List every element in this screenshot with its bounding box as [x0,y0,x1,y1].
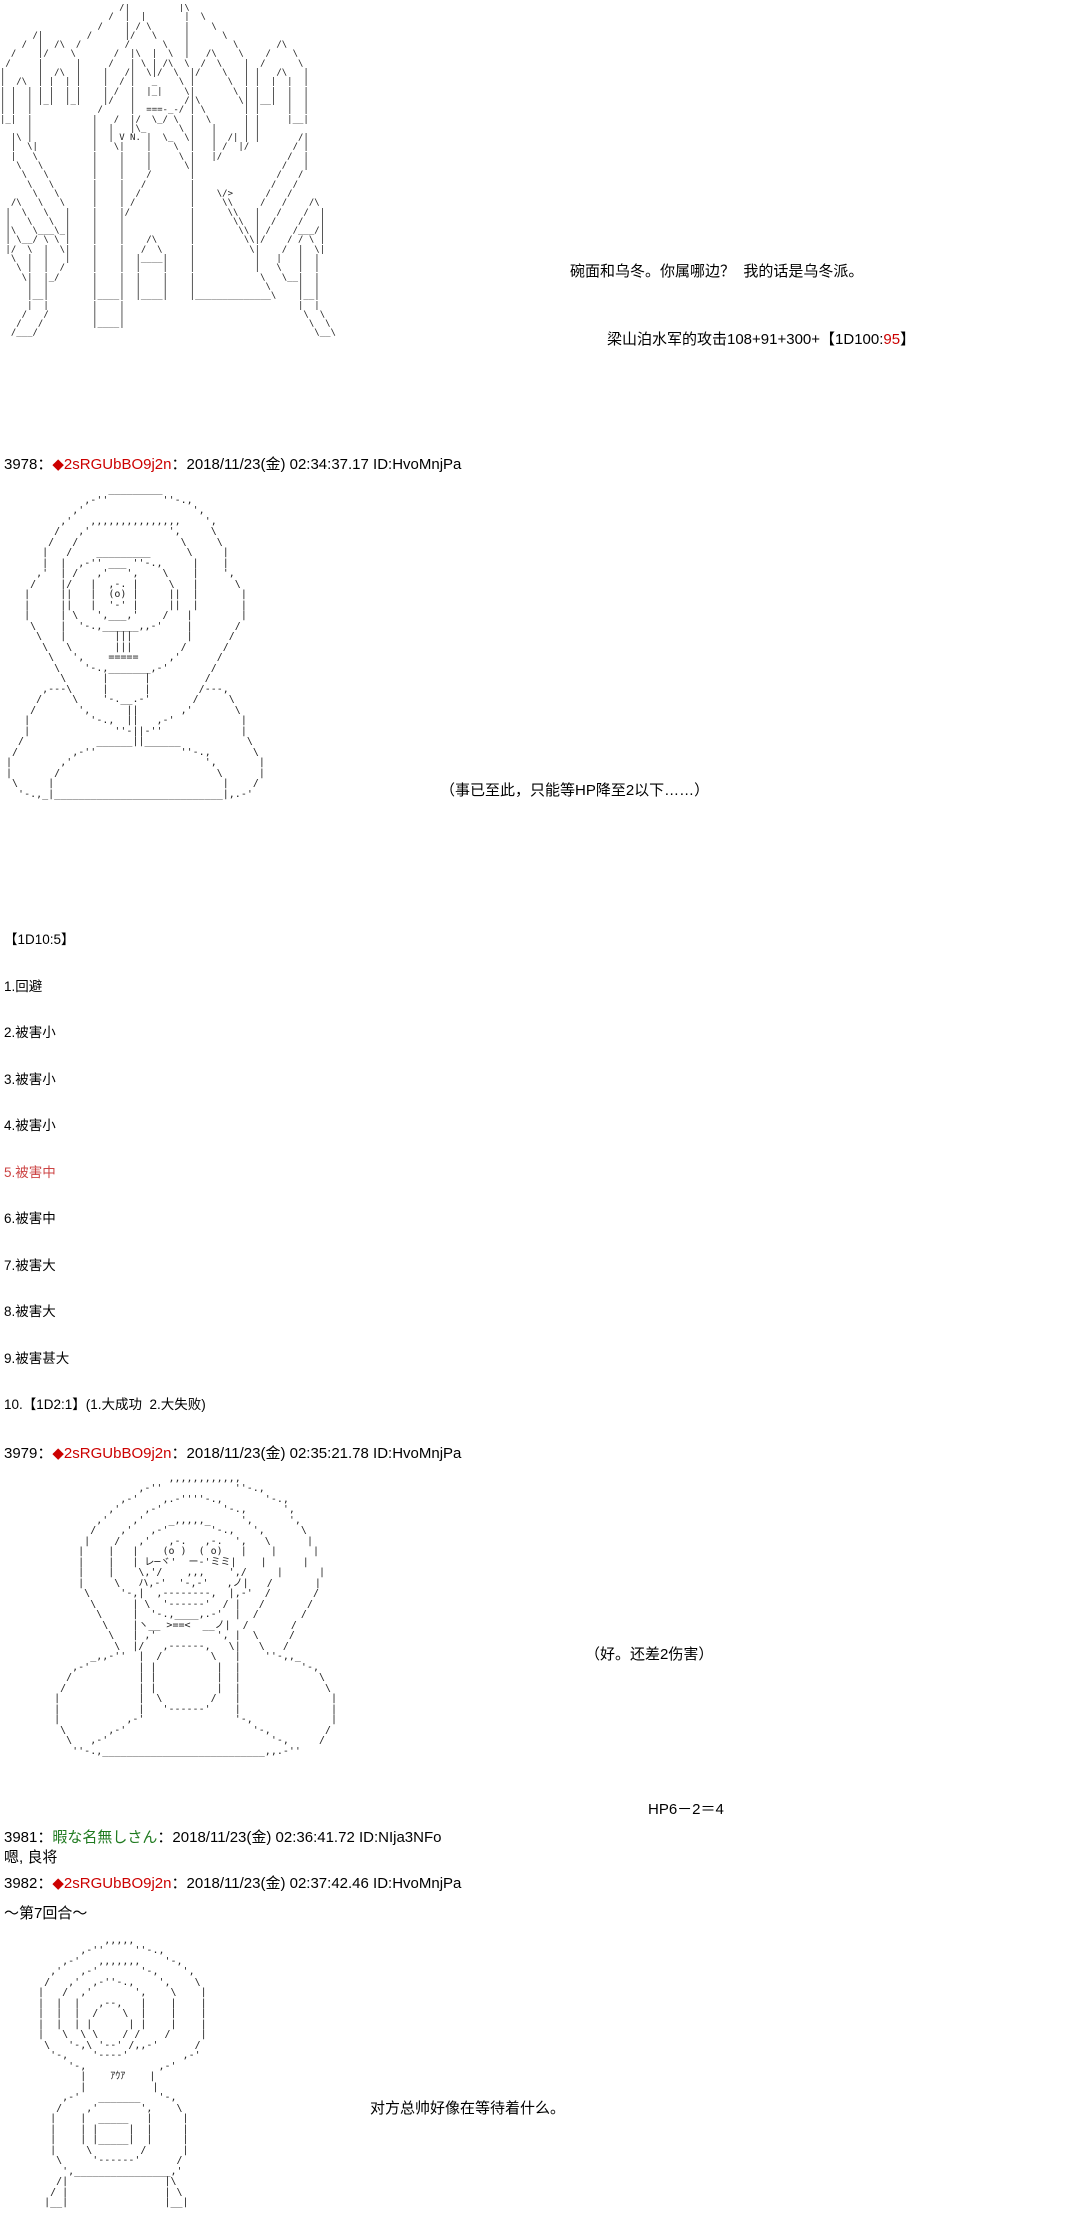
attack-roll-line: 梁山泊水军的攻击108+91+300+【1D100:95】 [607,330,915,350]
dialogue-noodles: 碗面和乌冬。你属哪边？ 我的话是乌冬派。 [570,263,864,280]
scene-enemy-commander: ,,,,, ,-'' ''-., ,-' ,,,,,,, '-, ,' ,-' … [0,1924,1066,2224]
post-header-3978: 3978：◆2sRGUbBO9j2n：2018/11/23(金) 02:34:3… [0,455,1066,475]
post-user-id[interactable]: ID:HvoMnjPa [373,1444,462,1462]
post-header-3981: 3981：暇な名無しさん：2018/11/23(金) 02:36:41.72 I… [0,1828,1066,1848]
dialogue-wait-hp: （事已至此，只能等HP降至2以下……） [440,782,710,799]
ascii-art-battleship: /| |\ / | | | \ / | / \ | \ /| / |/ \ | … [0,4,336,339]
post-separator-2: ： [171,456,187,473]
dice-option: 8.被害大 [4,1304,56,1319]
post-date: 2018/11/23(金) 02:37:42.46 [186,1874,369,1892]
post-date: 2018/11/23(金) 02:34:37.17 [186,456,369,473]
post-separator-1: ： [37,1828,53,1846]
dice-option-selected: 5.被害中 [4,1164,56,1180]
dialogue-commander-waiting: 对方总帅好像在等待着什么。 [370,2099,566,2117]
dice-roll-header: 【1D10:5】 [4,932,75,947]
hp-calculation: HP6－2＝4 [648,1800,724,1818]
dice-option: 4.被害小 [4,1118,56,1133]
post-body-3982-round-title: ～第7回合～ [4,1904,88,1922]
post-separator-2: ： [171,1874,187,1892]
post-separator-2: ： [171,1444,187,1462]
dice-roll-block: 【1D10:5】 1.回避 2.被害小 3.被害小 4.被害小 5.被害中 6.… [0,901,1066,1444]
post-separator-1: ： [37,456,53,473]
post-user-id[interactable]: ID:HvoMnjPa [373,456,462,473]
ascii-art-old-man: _________ ,-'' ''-., ,' ', ,' ,,,,,,,,,,… [6,485,265,800]
post-date: 2018/11/23(金) 02:36:41.72 [172,1828,355,1846]
post-user-id[interactable]: ID:NIja3NFo [358,1828,442,1846]
post-number[interactable]: 3982 [4,1874,38,1892]
post-number[interactable]: 3978 [4,456,38,473]
post-number[interactable]: 3981 [4,1828,38,1846]
ascii-art-enemy-commander: ,,,,, ,-'' ''-., ,-' ,,,,,,, '-, ,' ,-' … [38,1935,207,2208]
attack-roll-prefix: 梁山泊水军的攻击108+91+300+【1D100: [607,331,884,348]
post-author-name[interactable]: ◆2sRGUbBO9j2n [52,1444,172,1462]
post-date: 2018/11/23(金) 02:35:21.78 [186,1444,369,1462]
dice-option: 2.被害小 [4,1025,56,1040]
post-body-3981: 嗯, 良将 [4,1848,58,1866]
post-separator-1: ： [37,1444,53,1462]
dice-option: 3.被害小 [4,1071,56,1087]
post-author-name[interactable]: ◆2sRGUbBO9j2n [52,456,172,473]
post-separator-2: ： [157,1828,173,1846]
post-separator-1: ： [37,1874,53,1892]
scene-general: ,,,,,,,,,,,, ,-'' ''-., ,-' ,.-''''-., '… [0,1470,1066,1828]
dice-option: 1.回避 [4,978,43,994]
attack-roll-suffix: 】 [900,331,916,348]
post-user-id[interactable]: ID:HvoMnjPa [373,1874,462,1892]
post-author-name[interactable]: ◆2sRGUbBO9j2n [52,1874,172,1892]
dice-option: 7.被害大 [4,1257,56,1273]
post-author-name[interactable]: 暇な名無しさん [52,1828,158,1846]
dice-option: 10.【1D2:1】(1.大成功 2.大失败) [4,1397,206,1412]
dialogue-two-more-damage: （好。还差2伤害） [585,1645,714,1663]
attack-roll-value: 95 [883,331,901,348]
post-number[interactable]: 3979 [4,1444,38,1462]
ascii-art-general: ,,,,,,,,,,,, ,-'' ''-., ,-' ,.-''''-., '… [54,1473,338,1757]
post-header-3979: 3979：◆2sRGUbBO9j2n：2018/11/23(金) 02:35:2… [0,1444,1066,1464]
scene-battleship: /| |\ / | | | \ / | / \ | \ /| / |/ \ | … [0,0,1066,455]
post-header-3982: 3982：◆2sRGUbBO9j2n：2018/11/23(金) 02:37:4… [0,1874,1066,1894]
dice-option: 9.被害甚大 [4,1350,70,1366]
scene-old-man: _________ ,-'' ''-., ,' ', ,' ,,,,,,,,,,… [0,481,1066,901]
dice-option: 6.被害中 [4,1211,56,1226]
